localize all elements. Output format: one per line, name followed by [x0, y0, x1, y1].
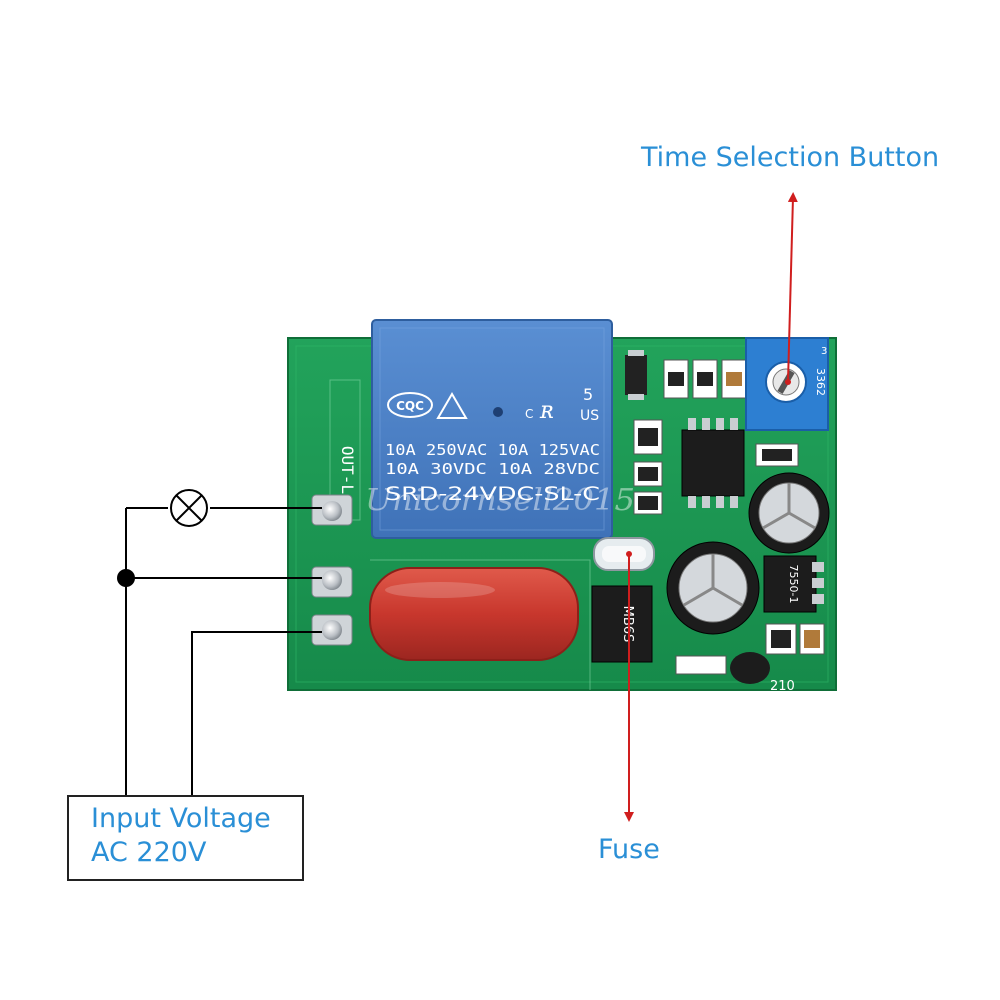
- cqc-logo-icon: [387, 392, 433, 418]
- pot-code: 3362: [814, 368, 827, 396]
- out-label: OUT-L: [338, 446, 357, 494]
- red-capacitor: [369, 567, 579, 661]
- ul-logo-icon: ʀ: [539, 396, 554, 424]
- pot-pin: 3: [821, 346, 827, 357]
- terminal-pads: [311, 494, 353, 646]
- time-selection-arrow: [787, 192, 798, 383]
- wire-live: [191, 631, 322, 795]
- junction-dot-icon: [117, 569, 135, 587]
- smd-components: [625, 350, 799, 515]
- input-voltage-line1: Input Voltage: [91, 803, 271, 834]
- small-capacitor: [748, 472, 830, 554]
- rectifier-bridge: MB6S: [591, 585, 653, 663]
- regulator-code: 7550-1: [787, 565, 800, 604]
- terminal-l: [322, 620, 342, 640]
- ic-chip: [681, 418, 745, 508]
- lamp-icon: [170, 489, 208, 527]
- input-voltage-box: Input Voltage AC 220V: [67, 795, 304, 881]
- cert-c: C: [525, 407, 533, 421]
- relay-model: SRD-24VDC-SL-C: [385, 483, 600, 505]
- time-selection-label: Time Selection Button: [641, 142, 940, 173]
- wiring: [125, 507, 322, 795]
- fuse-code: 210: [770, 679, 795, 694]
- fuse-label: Fuse: [598, 834, 660, 865]
- bottom-components: 210: [675, 623, 825, 694]
- voltage-regulator: 7550-1: [763, 555, 824, 613]
- terminal-out: [322, 501, 342, 521]
- fuse-component: [593, 537, 655, 571]
- large-capacitor: [666, 541, 760, 635]
- cqc-text: CQC: [396, 399, 424, 413]
- watermark: Unicornsell2015: [365, 483, 635, 518]
- terminal-n: [322, 570, 342, 590]
- relay: CQC C ʀ 5 US 10A 250VAC 10A 125VAC 10A 3…: [371, 319, 613, 539]
- cert-number: 5: [583, 385, 593, 404]
- input-voltage-line2: AC 220V: [91, 837, 207, 868]
- relay-rating-line2: 10A 30VDC 10A 28VDC: [385, 460, 600, 478]
- cert-us: US: [580, 408, 599, 424]
- relay-rating-line1: 10A 250VAC 10A 125VAC: [385, 441, 600, 459]
- warning-triangle-icon: [436, 392, 468, 419]
- rectifier-code: MB6S: [620, 606, 635, 643]
